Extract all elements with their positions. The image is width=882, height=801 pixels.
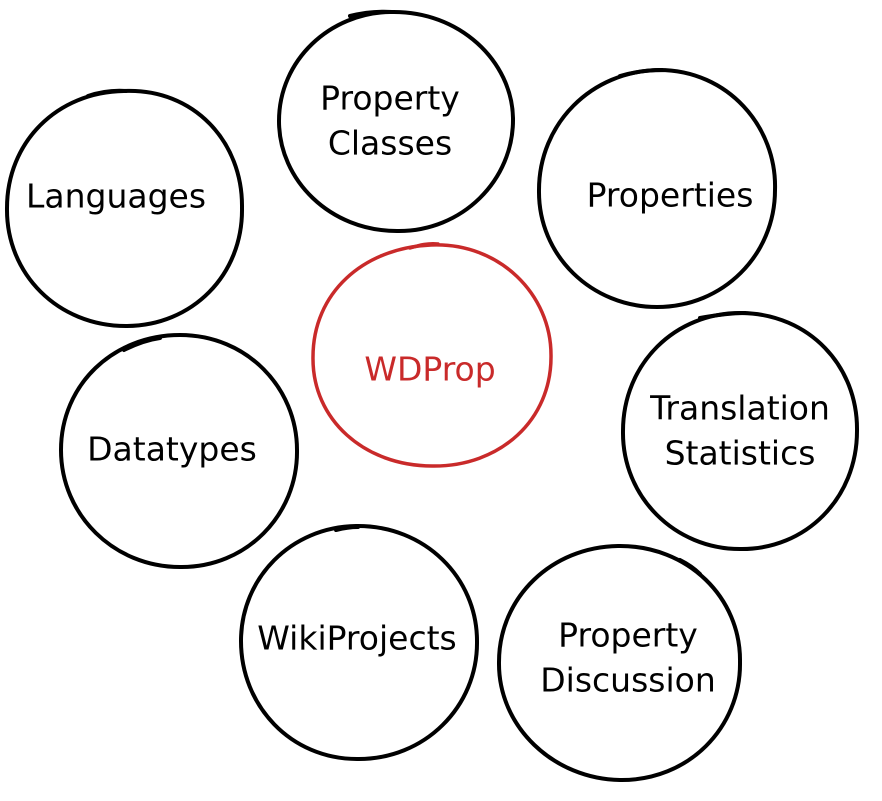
node-properties: Properties (536, 68, 778, 309)
node-properties-label: Properties (587, 176, 754, 215)
node-property-classes-line2: Classes (328, 124, 452, 163)
node-languages-circle (4, 88, 245, 328)
node-property-discussion: Property Discussion (496, 543, 743, 783)
node-wikiprojects-circle (239, 523, 480, 762)
node-translation-statistics: Translation Statistics (620, 310, 860, 552)
node-property-discussion-line1: Property (558, 616, 698, 655)
node-property-discussion-overdraw (678, 558, 702, 576)
node-property-discussion-circle (496, 543, 743, 783)
node-translation-statistics-overdraw (698, 311, 747, 320)
node-properties-circle (536, 68, 778, 309)
node-properties-overdraw (618, 68, 664, 78)
node-languages: Languages (4, 88, 245, 328)
node-wikiprojects-label: WikiProjects (257, 619, 456, 658)
node-datatypes-circle (59, 333, 300, 570)
node-languages-overdraw (86, 88, 128, 98)
node-property-classes-overdraw (348, 9, 394, 18)
node-property-classes: Property Classes (277, 9, 516, 234)
node-languages-label: Languages (26, 177, 206, 216)
node-wdprop-label: WDProp (364, 350, 495, 389)
node-translation-statistics-circle (620, 310, 860, 552)
node-property-classes-circle (277, 9, 516, 234)
node-datatypes-label: Datatypes (87, 430, 257, 469)
node-wdprop-circle (311, 243, 553, 468)
node-translation-statistics-line1: Translation (649, 389, 830, 428)
node-translation-statistics-line2: Statistics (665, 434, 816, 473)
node-datatypes-overdraw (122, 336, 162, 352)
node-wikiprojects-overdraw (334, 525, 360, 532)
node-wdprop-circle-overdraw (408, 242, 440, 250)
node-datatypes: Datatypes (59, 333, 300, 570)
node-property-classes-line1: Property (320, 79, 460, 118)
node-wdprop: WDProp (311, 242, 553, 468)
node-property-discussion-line2: Discussion (540, 661, 716, 700)
node-wikiprojects: WikiProjects (239, 523, 480, 762)
